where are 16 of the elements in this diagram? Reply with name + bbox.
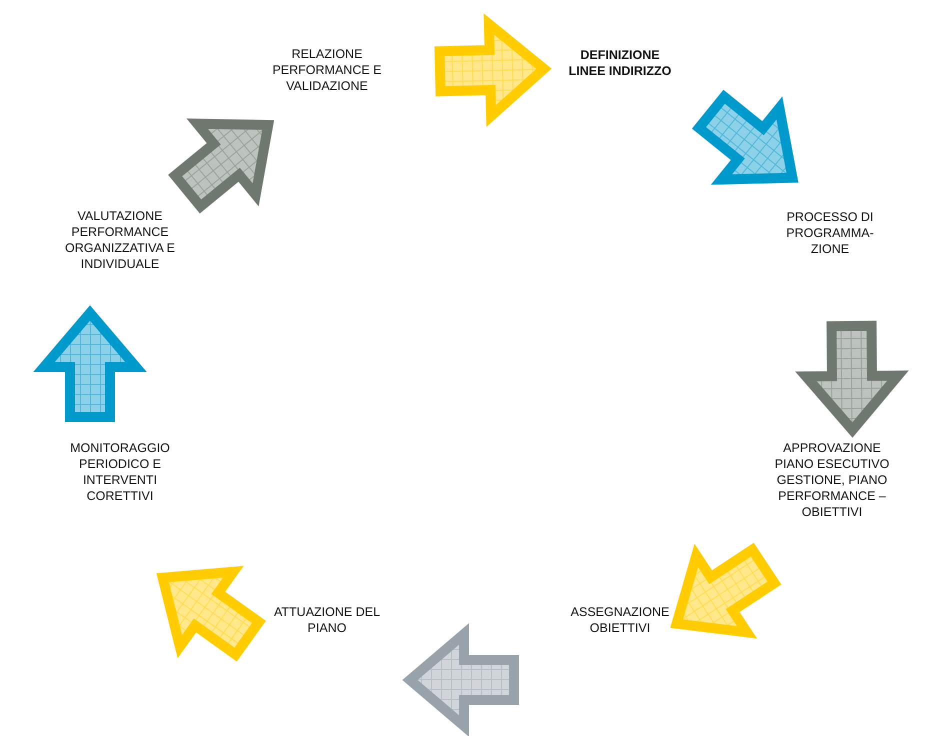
block-arrow	[692, 90, 798, 185]
block-arrow	[434, 13, 552, 127]
block-arrow	[168, 118, 274, 214]
step-label: ASSEGNAZIONE OBIETTIVI	[566, 604, 674, 636]
step-label: PROCESSO DI PROGRAMMA- ZIONE	[780, 209, 880, 257]
block-arrow	[402, 623, 519, 736]
step-label: ATTUAZIONE DEL PIANO	[267, 604, 387, 636]
block-arrow	[670, 542, 782, 639]
step-label: APPROVAZIONE PIANO ESECUTIVO GESTIONE, PIANO PERFORMANCE – OBIETTIVI	[769, 440, 895, 520]
block-arrow	[795, 320, 909, 438]
step-label: RELAZIONE PERFORMANCE E VALIDAZIONE	[270, 46, 384, 94]
block-arrow	[156, 566, 266, 662]
step-label: DEFINIZIONE LINEE INDIRIZZO	[566, 47, 674, 79]
block-arrow	[33, 305, 147, 422]
step-label: MONITORAGGIO PERIODICO E INTERVENTI CORETTIVI	[64, 440, 176, 504]
step-label: VALUTAZIONE PERFORMANCE ORGANIZZATIVA E INDIVIDUALE	[58, 208, 182, 272]
